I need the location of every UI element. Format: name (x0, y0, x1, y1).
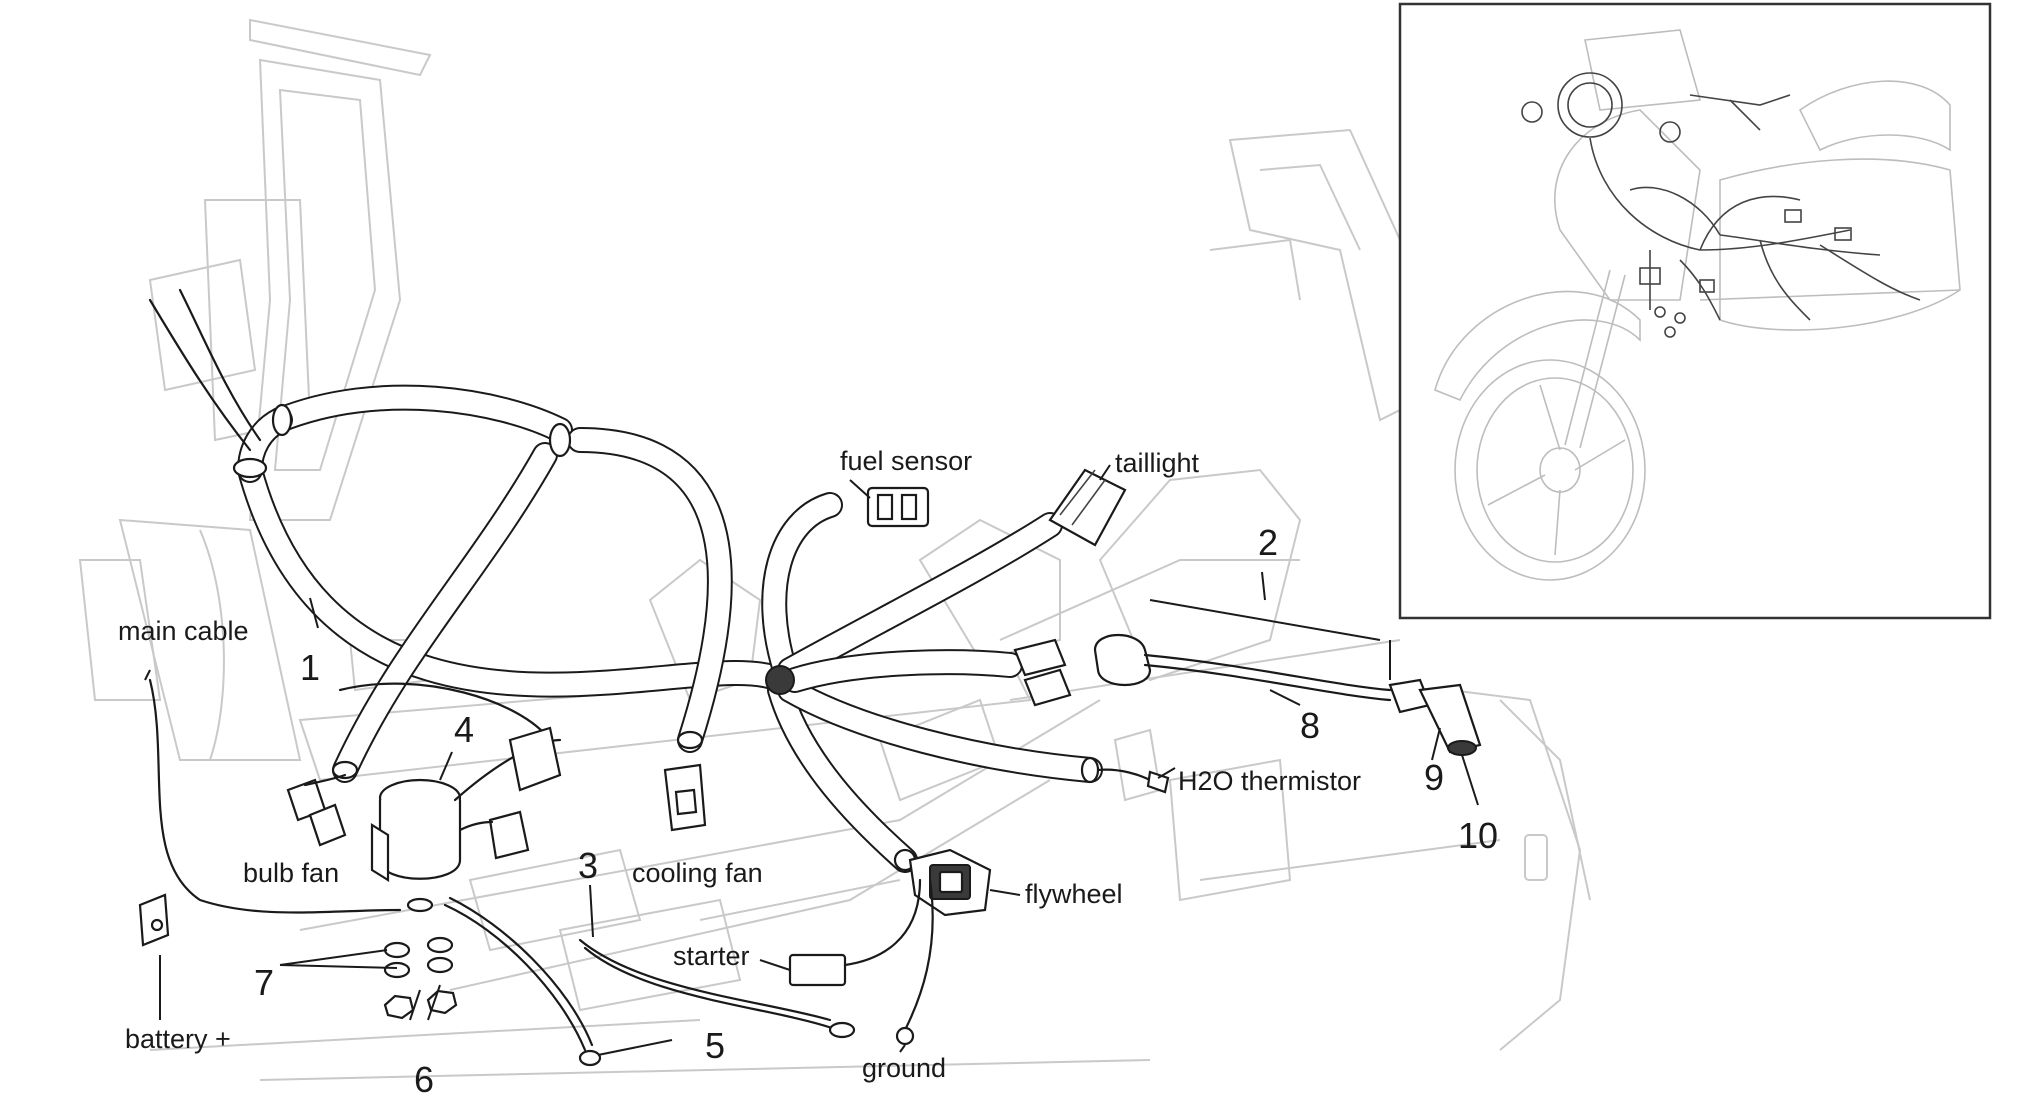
background-frame-outline (78, 18, 1591, 1081)
label-taillight: taillight (1115, 448, 1200, 478)
fuel-sensor-connector (866, 486, 930, 528)
label-fuel-sensor: fuel sensor (840, 446, 972, 476)
part-number-3: 3 (578, 845, 598, 886)
starter-relay (370, 726, 562, 882)
label-starter: starter (673, 941, 750, 971)
part-number-6: 6 (414, 1059, 434, 1098)
flywheel-connector (908, 848, 992, 917)
spark-plug-cable (1093, 633, 1482, 756)
scooter-location-inset (1398, 2, 1992, 620)
label-ground: ground (862, 1053, 946, 1083)
part-number-4: 4 (454, 709, 474, 750)
ground-cable-3 (578, 938, 856, 1039)
ground-cable-5 (443, 896, 602, 1067)
bulb-fan-connectors (286, 773, 347, 847)
cooling-fan-connector (663, 763, 707, 832)
part-number-10: 10 (1458, 815, 1498, 856)
part-number-9: 9 (1424, 757, 1444, 798)
label-bulb-fan: bulb fan (243, 858, 339, 888)
label-flywheel: flywheel (1025, 879, 1123, 909)
part-number-8: 8 (1300, 705, 1320, 746)
part-number-5: 5 (705, 1025, 725, 1066)
label-h2o-thermistor: H2O thermistor (1178, 766, 1361, 796)
main-cable-wires (148, 288, 552, 914)
scooter-illustration (1434, 29, 1961, 581)
label-battery-plus: battery + (125, 1024, 231, 1054)
part-number-labels: 1 2 3 4 5 6 7 8 9 10 (254, 522, 1498, 1098)
label-main-cable: main cable (118, 616, 249, 646)
part-number-1: 1 (300, 647, 320, 688)
part-number-7: 7 (254, 962, 274, 1003)
nuts-washers (383, 936, 458, 1020)
mid-right-connectors (1013, 638, 1072, 707)
starter-connector (788, 878, 934, 1046)
taillight-connector (1048, 468, 1127, 547)
battery-terminal (138, 893, 434, 947)
main-harness-tubes (232, 384, 1103, 873)
leader-lines (144, 464, 1479, 1056)
component-labels: main cable fuel sensor taillight H2O the… (118, 446, 1361, 1083)
label-cooling-fan: cooling fan (632, 858, 763, 888)
part-number-2: 2 (1258, 522, 1278, 563)
